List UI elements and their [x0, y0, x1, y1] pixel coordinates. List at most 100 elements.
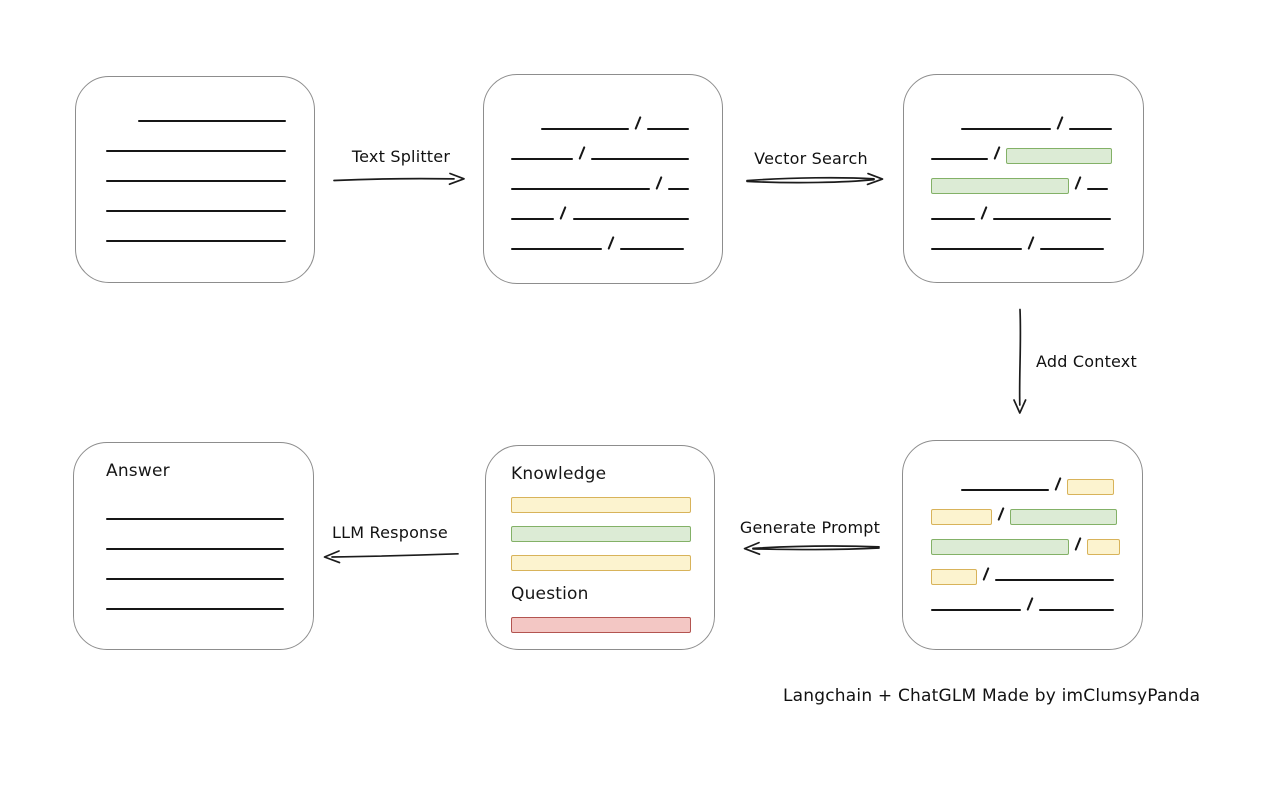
slash-separator	[997, 507, 1005, 521]
text-splitter-arrow-icon	[333, 172, 465, 186]
yellow-highlight-chip	[1087, 539, 1121, 555]
text-line	[961, 489, 1049, 491]
content-row	[931, 537, 1121, 555]
content-row	[138, 120, 286, 122]
yellow-highlight-chip	[931, 569, 977, 585]
text-line	[106, 240, 286, 242]
slash-separator	[607, 236, 615, 250]
text-line	[106, 518, 284, 520]
text-line	[106, 150, 286, 152]
add-context-arrow-icon	[1013, 308, 1027, 414]
split-text-box	[483, 74, 723, 284]
green-bar	[511, 526, 691, 542]
yellow-highlight-chip	[931, 509, 992, 525]
slash-separator	[1074, 176, 1082, 190]
slash-separator	[578, 146, 586, 160]
content-row	[931, 206, 1112, 220]
text-line	[572, 218, 689, 220]
content-row: Knowledge	[511, 464, 691, 484]
vector-search-arrow-icon	[746, 172, 884, 186]
slash-separator	[1056, 116, 1064, 130]
content-row	[511, 176, 689, 190]
llm-response-label: LLM Response	[332, 523, 448, 542]
text-line	[511, 248, 602, 250]
text-line	[1039, 609, 1114, 611]
text-line	[647, 128, 689, 130]
content-row	[106, 240, 286, 242]
add-context-label: Add Context	[1036, 352, 1137, 371]
content-row	[106, 518, 284, 520]
content-row	[541, 116, 689, 130]
yellow-highlight-chip	[1067, 479, 1114, 495]
content-row	[106, 608, 284, 610]
green-highlight-chip	[931, 178, 1069, 194]
text-line	[993, 218, 1112, 220]
red-bar	[511, 617, 691, 633]
content-row	[511, 206, 689, 220]
content-row: Answer	[106, 461, 284, 490]
text-line	[931, 248, 1022, 250]
text-line	[106, 548, 284, 550]
content-row	[961, 116, 1112, 130]
llm-response-arrow-icon	[323, 550, 459, 564]
yellow-bar	[511, 497, 691, 513]
content-row	[931, 236, 1112, 250]
slash-separator	[1026, 597, 1034, 611]
question-label: Question	[511, 584, 589, 604]
green-highlight-chip	[1006, 148, 1112, 164]
content-row	[106, 548, 284, 550]
slash-separator	[655, 176, 663, 190]
green-highlight-chip	[931, 539, 1069, 555]
slash-separator	[559, 206, 568, 220]
content-row	[511, 617, 691, 633]
content-row	[511, 236, 689, 250]
text-line	[1069, 128, 1112, 130]
credit-text: Langchain + ChatGLM Made by imClumsyPand…	[783, 686, 1201, 706]
content-row	[106, 150, 286, 152]
generate-prompt-arrow-icon	[743, 541, 880, 556]
slash-separator	[1054, 477, 1062, 491]
text-line	[106, 210, 286, 212]
slash-separator	[993, 146, 1001, 160]
text-line	[931, 158, 988, 160]
content-row	[106, 180, 286, 182]
content-row	[931, 176, 1112, 194]
content-row	[106, 210, 286, 212]
slash-separator	[982, 567, 990, 581]
content-row	[931, 507, 1118, 525]
text-line	[511, 158, 573, 160]
content-row	[931, 597, 1114, 611]
answer-box: Answer	[73, 442, 314, 650]
content-row	[106, 578, 284, 580]
content-row	[511, 526, 691, 542]
content-row	[931, 146, 1112, 164]
knowledge-label: Knowledge	[511, 464, 607, 484]
context-prompt-box	[902, 440, 1143, 650]
yellow-bar	[511, 555, 691, 571]
content-row	[511, 497, 691, 513]
text-line	[1087, 188, 1109, 190]
content-row	[511, 146, 689, 160]
content-row	[931, 567, 1114, 585]
vector-search-label: Vector Search	[754, 149, 868, 168]
text-line	[541, 128, 629, 130]
text-line	[995, 579, 1114, 581]
green-highlight-chip	[1010, 509, 1118, 525]
text-line	[931, 218, 975, 220]
text-line	[1040, 248, 1105, 250]
generate-prompt-label: Generate Prompt	[739, 518, 881, 537]
content-row	[511, 555, 691, 571]
text-splitter-label: Text Splitter	[351, 147, 451, 166]
slash-separator	[634, 116, 642, 130]
text-line	[138, 120, 286, 122]
text-line	[511, 188, 650, 190]
source-document-box	[75, 76, 315, 283]
vector-matched-box	[903, 74, 1144, 283]
text-line	[961, 128, 1051, 130]
answer-label: Answer	[106, 461, 170, 481]
slash-separator	[1027, 236, 1035, 250]
text-line	[931, 609, 1021, 611]
content-row	[961, 477, 1114, 495]
text-line	[668, 188, 689, 190]
